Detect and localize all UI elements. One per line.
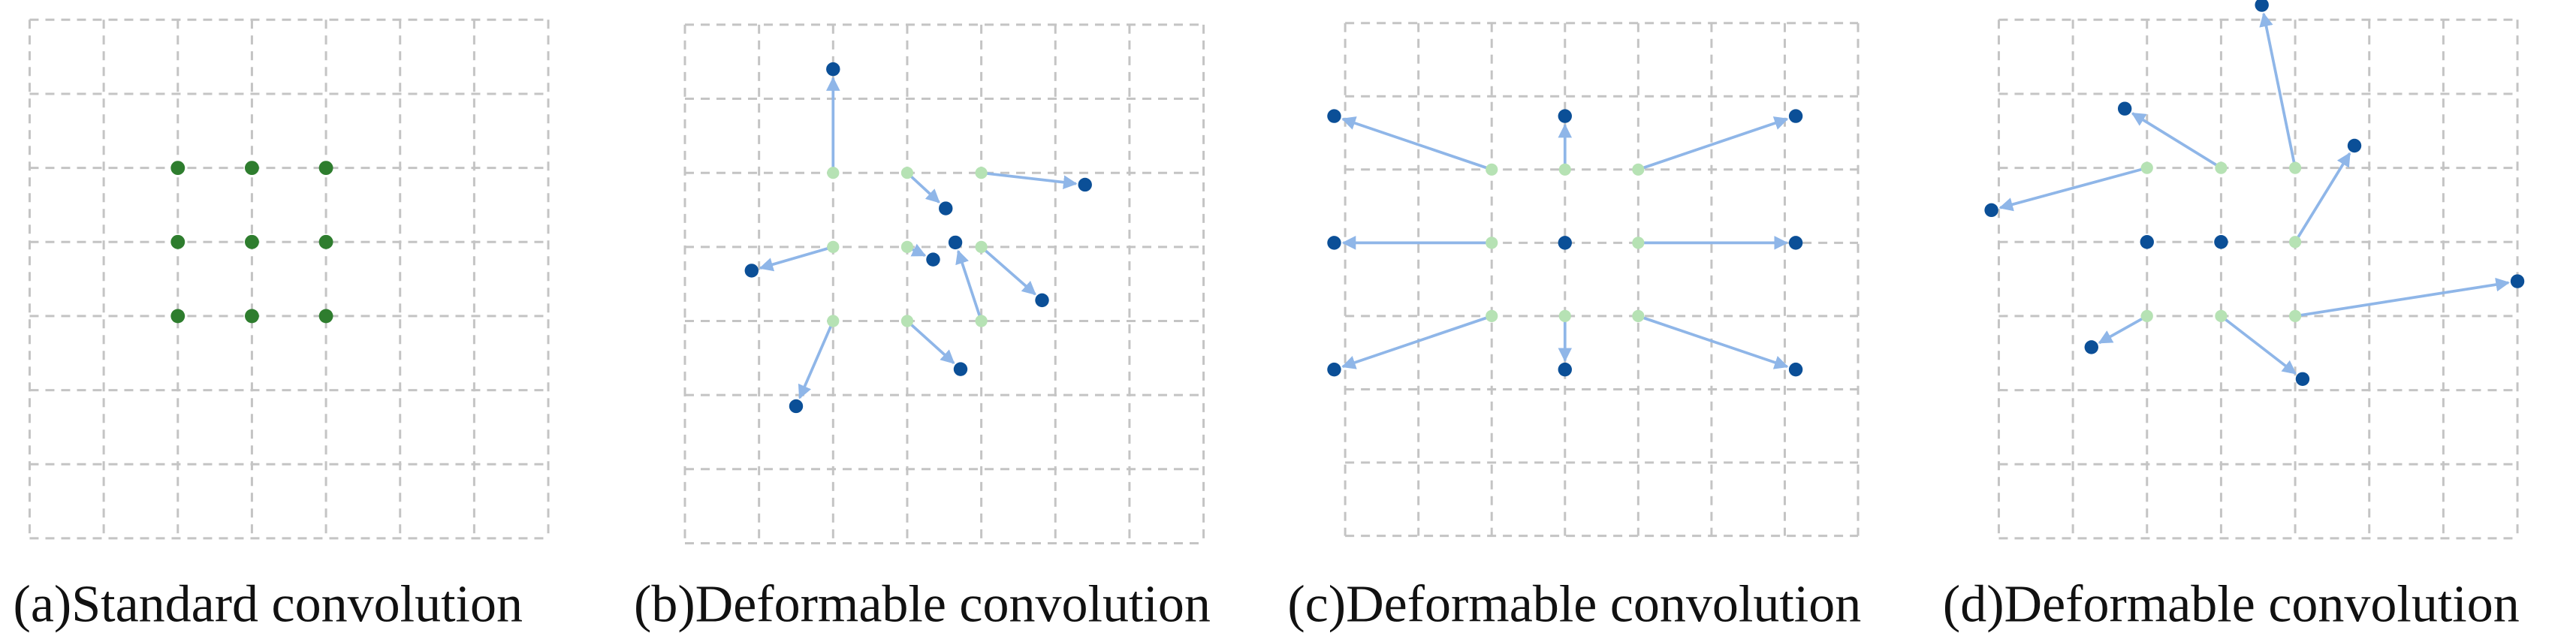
offset-sampling-point	[744, 264, 759, 278]
offset-sampling-point	[789, 399, 804, 414]
offset-sampling-point	[1327, 362, 1341, 377]
offset-sampling-point	[1984, 203, 1998, 218]
offset-arrow	[1998, 166, 2148, 212]
sampling-point	[244, 161, 259, 176]
original-sampling-point	[1558, 163, 1571, 176]
offset-arrow	[906, 171, 940, 203]
offset-sampling-point	[948, 235, 963, 250]
original-sampling-point	[827, 315, 840, 327]
offset-sampling-point	[1558, 362, 1572, 377]
offset-arrow	[1637, 116, 1789, 171]
offset-sampling-point	[1788, 362, 1803, 377]
sampling-point	[244, 234, 259, 249]
panel-a-grid	[28, 18, 550, 540]
original-sampling-point	[900, 167, 914, 179]
sampling-point	[318, 309, 333, 324]
original-sampling-point	[1486, 237, 1498, 249]
offset-arrow	[2131, 112, 2222, 170]
original-sampling-point	[1486, 163, 1498, 176]
offset-sampling-point	[2214, 235, 2228, 249]
original-sampling-point	[1486, 309, 1498, 323]
offset-sampling-point	[1788, 236, 1803, 250]
original-sampling-point	[2140, 161, 2153, 174]
offset-arrow	[798, 320, 835, 399]
sampling-point	[170, 234, 186, 249]
sampling-point	[170, 309, 186, 324]
offset-sampling-point	[2510, 274, 2525, 288]
offset-sampling-point	[926, 252, 940, 267]
panel-a-caption: (a)Standard convolution	[14, 576, 523, 634]
original-sampling-point	[900, 315, 914, 327]
panel-d-caption: (d)Deformable convolution	[1943, 576, 2520, 634]
offset-arrow	[2294, 277, 2510, 318]
offset-sampling-point	[1327, 236, 1341, 250]
original-sampling-point	[2288, 236, 2302, 249]
offset-sampling-point	[1327, 109, 1341, 123]
panel-a: (a)Standard convolution	[14, 18, 550, 634]
offset-sampling-point	[2255, 0, 2269, 12]
original-sampling-point	[827, 240, 840, 253]
original-sampling-point	[1632, 237, 1645, 249]
offset-arrow	[1341, 116, 1492, 171]
offset-arrow	[981, 171, 1078, 189]
offset-sampling-point	[1788, 109, 1803, 123]
sampling-point	[318, 161, 333, 176]
original-sampling-point	[900, 240, 914, 253]
original-sampling-point	[1558, 309, 1571, 323]
original-sampling-point	[2215, 309, 2228, 323]
sampling-point	[170, 161, 186, 176]
offset-arrow	[1341, 315, 1492, 369]
offset-sampling-point	[1558, 236, 1572, 250]
panel-d-points	[1984, 0, 2525, 386]
original-sampling-point	[975, 315, 988, 327]
original-sampling-point	[975, 167, 988, 179]
offset-arrow	[2294, 152, 2351, 243]
panel-d: (d)Deformable convolution	[1943, 0, 2525, 634]
offset-arrow	[980, 246, 1036, 296]
offset-sampling-point	[2347, 138, 2362, 153]
panel-c-caption: (c)Deformable convolution	[1287, 576, 1861, 634]
offset-sampling-point	[2295, 372, 2310, 386]
panel-b-grid	[683, 23, 1205, 544]
sampling-point	[244, 309, 259, 324]
offset-arrow	[2220, 315, 2297, 375]
offset-sampling-point	[953, 362, 968, 376]
offset-sampling-point	[1078, 177, 1092, 192]
panel-b: (b)Deformable convolution	[634, 23, 1211, 634]
original-sampling-point	[2288, 309, 2302, 323]
panel-d-grid	[1997, 18, 2519, 540]
original-sampling-point	[2140, 309, 2153, 323]
panel-d-arrows	[1998, 12, 2510, 375]
offset-arrow	[2098, 315, 2148, 345]
offset-arrow	[2259, 12, 2297, 168]
panel-c-points	[1327, 109, 1803, 377]
original-sampling-point	[2288, 161, 2302, 174]
offset-sampling-point	[1558, 109, 1572, 123]
offset-sampling-point	[939, 201, 953, 216]
offset-arrow	[906, 320, 955, 364]
offset-arrow	[759, 246, 834, 272]
original-sampling-point	[827, 167, 840, 179]
offset-sampling-point	[826, 62, 840, 77]
panel-c-grid	[1344, 22, 1860, 538]
offset-sampling-point	[1035, 293, 1049, 308]
original-sampling-point	[2215, 161, 2228, 174]
panel-a-points	[170, 161, 333, 324]
panel-c: (c)Deformable convolution	[1287, 22, 1861, 634]
original-sampling-point	[975, 240, 988, 253]
original-sampling-point	[1632, 309, 1645, 323]
offset-sampling-point	[2084, 340, 2098, 354]
panel-b-caption: (b)Deformable convolution	[634, 576, 1211, 634]
offset-arrow	[955, 249, 983, 322]
offset-sampling-point	[2117, 101, 2132, 116]
panel-c-arrows	[1341, 116, 1789, 369]
original-sampling-point	[1632, 163, 1645, 176]
panel-b-points	[744, 62, 1092, 414]
offset-sampling-point	[2140, 235, 2154, 249]
offset-arrow	[1637, 315, 1789, 369]
panel-b-arrows	[759, 77, 1078, 399]
sampling-point	[318, 234, 333, 249]
